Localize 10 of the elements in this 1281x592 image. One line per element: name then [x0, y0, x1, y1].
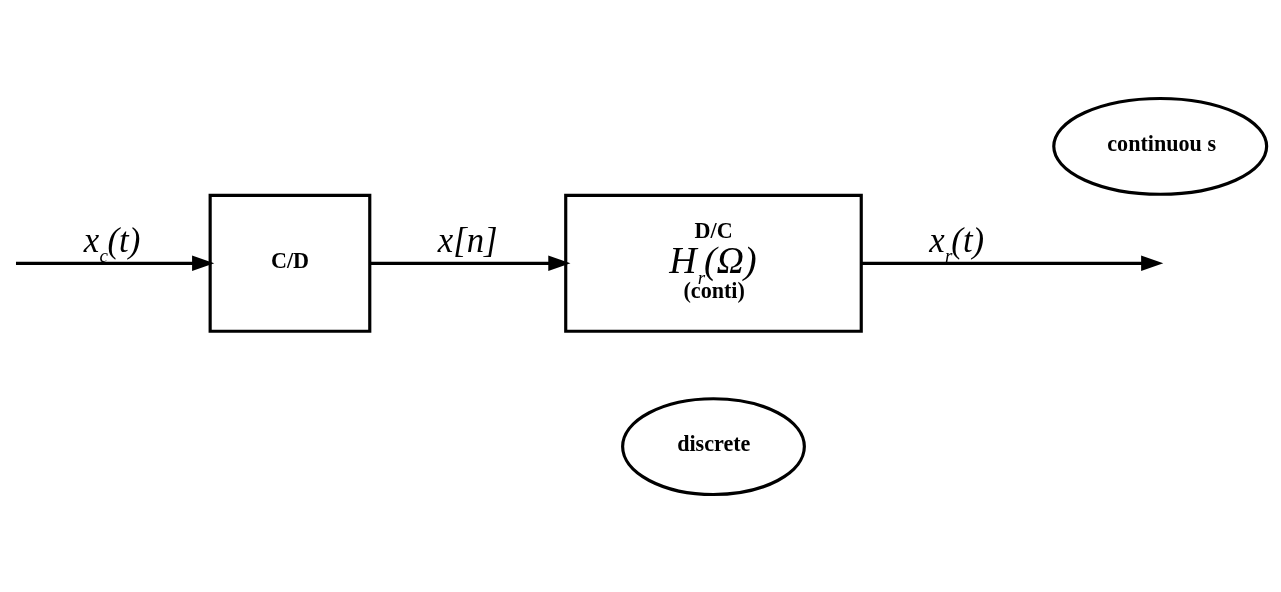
node-box: C/D: [208, 193, 372, 333]
arrow: [16, 255, 215, 271]
arrow: [861, 255, 1164, 271]
edge-label: x[n]: [437, 220, 498, 260]
node-ellipse: discrete: [621, 396, 806, 496]
edge-label: x$_{c}$(t): [83, 220, 141, 266]
arrow: [370, 255, 571, 271]
node-ellipse: continuou s: [1052, 96, 1269, 196]
edge-label: x$_{r}$(t): [929, 220, 985, 266]
node-box: D/C H$_{r}$(Ω) (conti): [564, 193, 863, 333]
